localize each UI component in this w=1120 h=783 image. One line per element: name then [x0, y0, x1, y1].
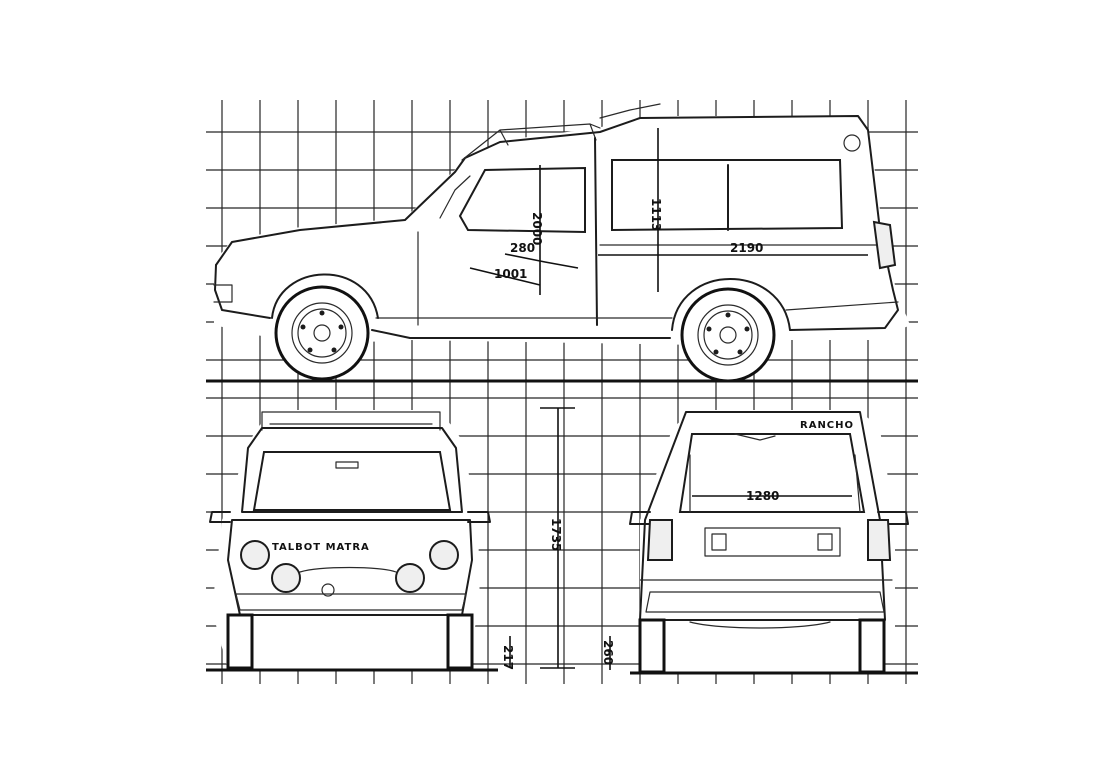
left-taillight: [646, 519, 673, 561]
front-wheel: [274, 285, 370, 381]
dim-1113: 1113: [649, 198, 663, 231]
rear-view: RANCHO 1280 260: [601, 410, 918, 675]
rear-wheel: [680, 287, 776, 383]
side-view: 2000 1113 2190 280 1001: [206, 103, 918, 383]
front-left-tyre: [226, 613, 254, 670]
dim-1280: 1280: [746, 489, 779, 503]
roof-rack: [461, 103, 661, 161]
right-taillight: [867, 519, 892, 561]
dim-2000: 2000: [530, 212, 544, 245]
right-spotlight: [395, 563, 425, 593]
rear-label: RANCHO: [800, 420, 854, 431]
rear-right-tyre: [858, 618, 886, 674]
front-right-tyre: [446, 613, 474, 670]
dim-260: 260: [601, 640, 615, 665]
dim-1001: 1001: [494, 267, 527, 281]
front-view: TALBOT MATRA 217: [206, 410, 515, 672]
license-plate: [704, 527, 841, 557]
front-roof-rack: [261, 411, 441, 431]
front-side-window: [458, 166, 586, 234]
windscreen: [252, 451, 452, 511]
height-dimension: 1735: [540, 407, 575, 669]
left-headlight: [240, 540, 270, 570]
body-outline: [215, 115, 899, 331]
rear-left-tyre: [638, 618, 666, 674]
dim-2190: 2190: [730, 241, 763, 255]
dim-217: 217: [501, 645, 515, 670]
dim-1735: 1735: [549, 518, 563, 551]
dim-280: 280: [510, 241, 535, 255]
front-badge: TALBOT MATRA: [272, 542, 370, 553]
left-spotlight: [271, 563, 301, 593]
rear-window: [678, 433, 866, 513]
right-headlight: [429, 540, 459, 570]
